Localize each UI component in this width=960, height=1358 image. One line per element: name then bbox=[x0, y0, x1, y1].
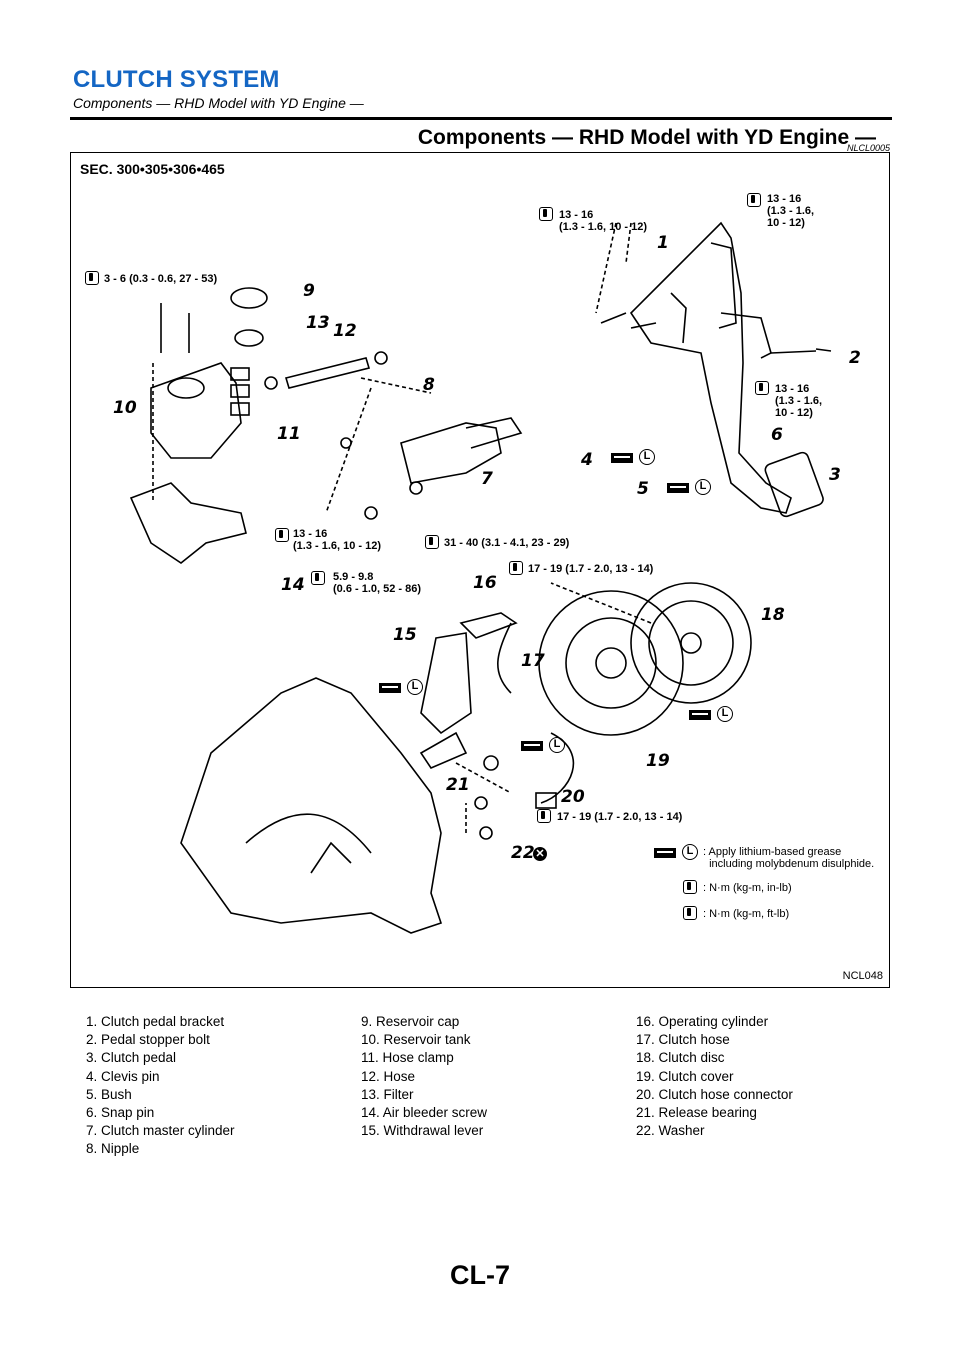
list-item: 2. Pedal stopper bolt bbox=[86, 1032, 210, 1048]
torque-label-8: 17 - 19 (1.7 - 2.0, 13 - 14) bbox=[528, 563, 654, 575]
list-item: 3. Clutch pedal bbox=[86, 1050, 177, 1066]
torque-wrench-icon bbox=[85, 271, 99, 285]
section-code-label: SEC. 300•305•306•465 bbox=[80, 161, 225, 177]
list-item: 19. Clutch cover bbox=[636, 1068, 734, 1084]
callout-9: 9 bbox=[303, 281, 315, 301]
list-item: 10. Reservoir tank bbox=[361, 1032, 471, 1048]
lithium-L-icon: L bbox=[639, 449, 655, 465]
section-ref-code: NLCL0005 bbox=[846, 143, 890, 153]
lithium-L-icon: L bbox=[682, 844, 698, 860]
torque-wrench-icon bbox=[755, 381, 769, 395]
torque-label-3: 3 - 6 (0.3 - 0.6, 27 - 53) bbox=[104, 273, 218, 285]
torque-wrench-icon bbox=[311, 571, 325, 585]
non-reusable-icon: ✕ bbox=[533, 847, 547, 861]
list-item: 12. Hose bbox=[361, 1068, 416, 1084]
torque-wrench-icon bbox=[537, 809, 551, 823]
list-item: 21. Release bearing bbox=[636, 1105, 757, 1121]
list-item: 6. Snap pin bbox=[86, 1105, 155, 1121]
lithium-L-icon: L bbox=[695, 479, 711, 495]
callout-7: 7 bbox=[481, 469, 493, 489]
grease-icon bbox=[667, 483, 689, 493]
legend-nm-inlb: : N·m (kg-m, in-lb) bbox=[703, 882, 792, 894]
list-item: 4. Clevis pin bbox=[86, 1068, 160, 1084]
list-item: 7. Clutch master cylinder bbox=[86, 1123, 235, 1139]
lithium-L-icon: L bbox=[549, 737, 565, 753]
list-item: 18. Clutch disc bbox=[636, 1050, 725, 1066]
callout-4: 4 bbox=[581, 450, 593, 470]
callout-16: 16 bbox=[473, 573, 497, 593]
torque-label-4: 13 - 16 (1.3 - 1.6, 10 - 12) bbox=[775, 383, 823, 419]
list-item: 11. Hose clamp bbox=[361, 1050, 454, 1066]
manual-section-subtitle: Components — RHD Model with YD Engine — bbox=[73, 95, 364, 111]
callout-11: 11 bbox=[277, 424, 301, 444]
callout-19: 19 bbox=[646, 751, 670, 771]
section-heading: Components — RHD Model with YD Engine — bbox=[417, 126, 876, 149]
callout-22: 22 bbox=[511, 843, 535, 863]
torque-label-1: 13 - 16 (1.3 - 1.6, 10 - 12) bbox=[559, 209, 648, 233]
callout-17: 17 bbox=[521, 651, 545, 671]
callout-21: 21 bbox=[446, 775, 470, 795]
callout-18: 18 bbox=[761, 605, 785, 625]
figure-id: NCL048 bbox=[842, 970, 883, 982]
list-item: 13. Filter bbox=[361, 1086, 414, 1102]
grease-icon bbox=[654, 848, 676, 858]
torque-wrench-icon bbox=[539, 207, 553, 221]
torque-label-2: 13 - 16 (1.3 - 1.6, 10 - 12) bbox=[767, 193, 815, 229]
legend-nm-ftlb: : N·m (kg-m, ft-lb) bbox=[703, 908, 790, 920]
callout-1: 1 bbox=[657, 233, 669, 253]
header-rule bbox=[70, 117, 892, 120]
callout-20: 20 bbox=[561, 787, 585, 807]
list-item: 8. Nipple bbox=[86, 1141, 140, 1157]
lithium-L-icon: L bbox=[407, 679, 423, 695]
components-diagram: SEC. 300•305•306•465 13 - 16 (1.3 - 1.6,… bbox=[70, 152, 890, 988]
parts-list-col-2: 9. Reservoir cap 10. Reservoir tank 11. … bbox=[361, 1013, 487, 1140]
torque-wrench-icon bbox=[683, 906, 697, 920]
callout-3: 3 bbox=[829, 465, 841, 485]
callout-10: 10 bbox=[113, 398, 137, 418]
lithium-L-icon: L bbox=[717, 706, 733, 722]
list-item: 22. Washer bbox=[636, 1123, 705, 1139]
parts-list-col-1: 1. Clutch pedal bracket 2. Pedal stopper… bbox=[86, 1013, 235, 1159]
list-item: 5. Bush bbox=[86, 1086, 132, 1102]
page-number: CL-7 bbox=[450, 1260, 510, 1290]
list-item: 16. Operating cylinder bbox=[636, 1014, 769, 1029]
torque-label-9: 17 - 19 (1.7 - 2.0, 13 - 14) bbox=[557, 811, 683, 823]
list-item: 17. Clutch hose bbox=[636, 1032, 730, 1048]
torque-label-6: 31 - 40 (3.1 - 4.1, 23 - 29) bbox=[444, 537, 570, 549]
callout-13: 13 bbox=[306, 313, 330, 333]
callout-14: 14 bbox=[281, 575, 305, 595]
list-item: 15. Withdrawal lever bbox=[361, 1123, 484, 1139]
torque-wrench-icon bbox=[683, 880, 697, 894]
callout-15: 15 bbox=[393, 625, 417, 645]
diagram-drawing bbox=[129, 221, 832, 934]
grease-icon bbox=[689, 710, 711, 720]
legend-grease: : Apply lithium-based grease including m… bbox=[703, 846, 875, 870]
callout-2: 2 bbox=[849, 348, 861, 368]
torque-wrench-icon bbox=[509, 561, 523, 575]
grease-icon bbox=[611, 453, 633, 463]
list-item: 9. Reservoir cap bbox=[361, 1014, 460, 1029]
torque-label-7: 5.9 - 9.8 (0.6 - 1.0, 52 - 86) bbox=[333, 571, 422, 595]
list-item: 1. Clutch pedal bracket bbox=[86, 1014, 225, 1029]
torque-wrench-icon bbox=[425, 535, 439, 549]
grease-icon bbox=[521, 741, 543, 751]
parts-list-col-3: 16. Operating cylinder 17. Clutch hose 1… bbox=[636, 1013, 793, 1140]
callout-12: 12 bbox=[333, 321, 357, 341]
torque-wrench-icon bbox=[747, 193, 761, 207]
list-item: 20. Clutch hose connector bbox=[636, 1086, 793, 1102]
callout-5: 5 bbox=[637, 479, 649, 499]
callout-6: 6 bbox=[771, 425, 783, 445]
callout-8: 8 bbox=[423, 375, 435, 395]
grease-icon bbox=[379, 683, 401, 693]
torque-wrench-icon bbox=[275, 528, 289, 542]
list-item: 14. Air bleeder screw bbox=[361, 1105, 488, 1121]
manual-section-title: CLUTCH SYSTEM bbox=[73, 66, 280, 93]
torque-label-5: 13 - 16 (1.3 - 1.6, 10 - 12) bbox=[293, 528, 382, 552]
